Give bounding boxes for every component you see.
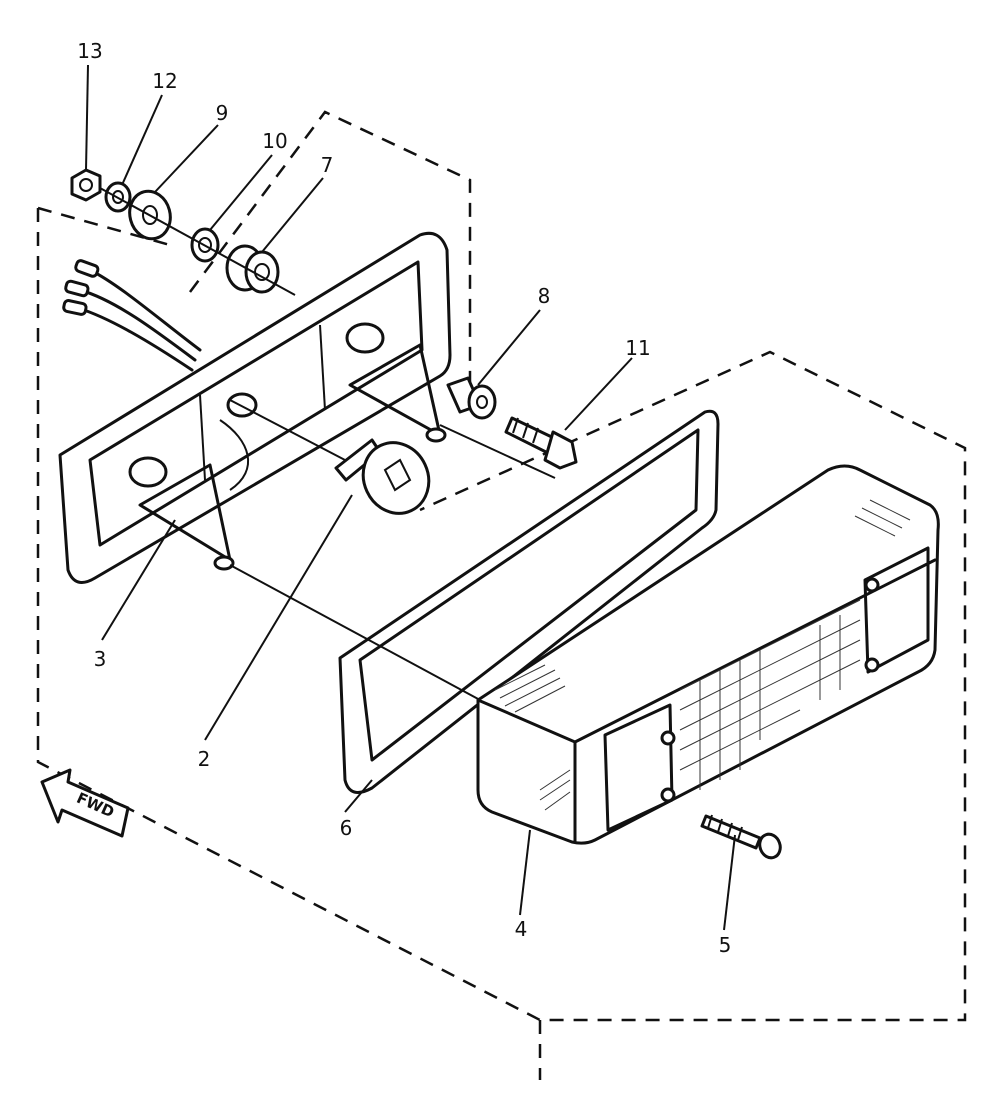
callout-4: 4 bbox=[515, 917, 528, 941]
callout-13: 13 bbox=[77, 39, 102, 63]
fwd-arrow: FWD bbox=[40, 768, 130, 838]
callout-12: 12 bbox=[152, 69, 177, 93]
callout-9: 9 bbox=[216, 101, 229, 125]
hardware bbox=[70, 168, 578, 479]
callout-2: 2 bbox=[198, 747, 211, 771]
bulb bbox=[229, 399, 431, 515]
callout-5: 5 bbox=[719, 933, 732, 957]
callout-labels: 13 12 9 10 7 8 11 3 2 6 4 5 bbox=[77, 39, 731, 957]
callout-8: 8 bbox=[538, 284, 551, 308]
gasket bbox=[338, 409, 720, 794]
lens bbox=[476, 464, 940, 845]
wire-harness bbox=[62, 259, 202, 372]
callout-10: 10 bbox=[262, 129, 287, 153]
assembly-boundary bbox=[36, 110, 967, 1080]
leader-lines bbox=[85, 64, 736, 931]
guide-lines bbox=[229, 564, 481, 701]
callout-6: 6 bbox=[340, 816, 353, 840]
lens-screw bbox=[700, 814, 782, 860]
lens-shading bbox=[494, 499, 911, 811]
callout-11: 11 bbox=[625, 336, 650, 360]
callout-3: 3 bbox=[94, 647, 107, 671]
callout-7: 7 bbox=[321, 153, 334, 177]
lens-pattern bbox=[679, 599, 861, 790]
